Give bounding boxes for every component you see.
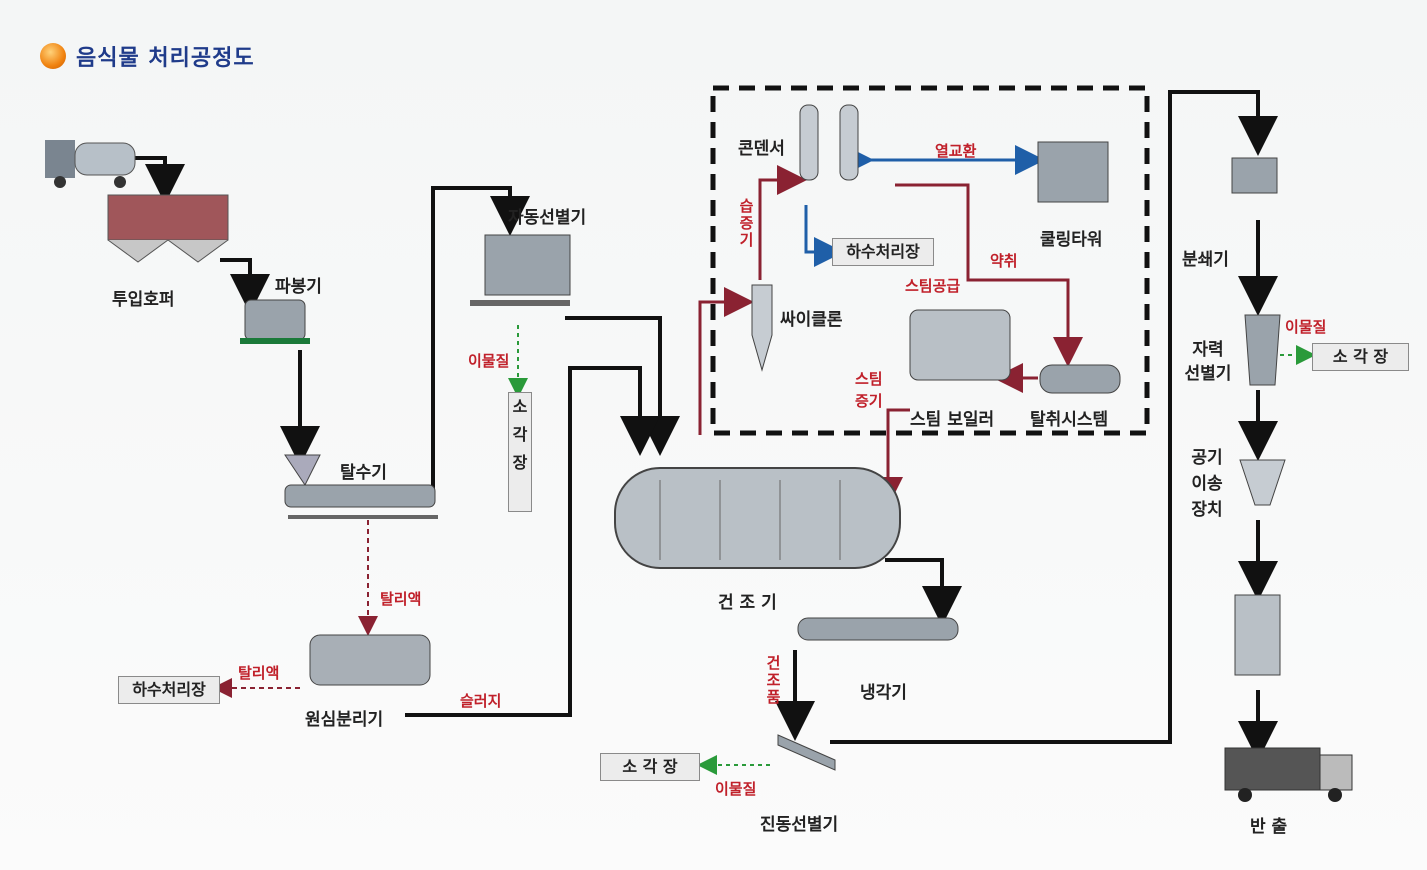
crusher-label: 파봉기	[275, 272, 322, 297]
dryer-label: 건 조 기	[718, 588, 777, 613]
boiler-label: 스팀 보일러	[910, 405, 994, 430]
silo-icon	[1235, 595, 1280, 675]
condenser-label: 콘덴서	[738, 134, 785, 159]
flow-dryer-cyclone	[700, 302, 742, 435]
cooler-icon	[798, 618, 958, 640]
boiler-icon	[910, 310, 1010, 380]
steam-supply-label: 스팀공급	[905, 275, 960, 296]
flow-sorter-dryer	[565, 318, 660, 440]
filtrate-label: 탈리액	[380, 588, 421, 609]
filtrate-label-2: 탈리액	[238, 662, 279, 683]
foreign-label-3: 이물질	[715, 778, 756, 799]
flow-dryer-cooler	[885, 560, 942, 610]
auto-sorter-icon	[470, 235, 570, 306]
magnetic-icon	[1245, 315, 1280, 385]
dried-label: 건조품	[762, 655, 784, 706]
deodorizer-icon	[1040, 365, 1120, 393]
vibro-label: 진동선별기	[760, 810, 838, 835]
dewater-label: 탈수기	[340, 458, 387, 483]
centrifuge-label: 원심분리기	[305, 705, 383, 730]
centrifuge-icon	[310, 635, 430, 685]
vibro-icon	[778, 735, 835, 770]
cyclone-label: 싸이클론	[780, 305, 843, 330]
carry-out-label: 반 출	[1250, 812, 1287, 837]
cooling-tower-icon	[1038, 142, 1108, 202]
pneumatic-icon	[1240, 460, 1285, 505]
sludge-label: 슬러지	[460, 690, 501, 711]
flow-hopper-crusher	[220, 260, 250, 298]
foreign-label-2: 이물질	[1285, 316, 1326, 337]
auto-sorter-label: 자동선별기	[508, 203, 586, 228]
hopper-icon	[108, 195, 228, 262]
incinerator-box-2: 소 각 장	[1312, 343, 1409, 371]
sewage-box-2: 하수처리장	[118, 676, 220, 704]
wet-vapor-label: 습증기	[735, 198, 757, 249]
hopper-label: 투입호퍼	[112, 285, 175, 310]
deodorizer-label: 탈취시스템	[1030, 405, 1108, 430]
pneumatic-label: 공기 이송 장치	[1186, 445, 1228, 523]
magnetic-label: 자력 선별기	[1183, 338, 1233, 386]
pulverizer-label: 분쇄기	[1182, 245, 1229, 270]
condenser-icon	[800, 105, 858, 180]
carry-truck-icon	[1225, 748, 1352, 802]
crusher-icon	[240, 300, 310, 344]
cooler-label: 냉각기	[860, 678, 907, 703]
incinerator-box-3: 소 각 장	[600, 753, 700, 781]
steam-vapor-label: 스팀 증기	[855, 368, 887, 412]
cooling-tower-label: 쿨링타워	[1040, 225, 1103, 250]
flow-condenser-sewage	[806, 205, 832, 252]
truck-icon	[45, 140, 135, 188]
foreign-label-1: 이물질	[468, 350, 509, 371]
sewage-box-1: 하수처리장	[832, 238, 934, 266]
dryer-icon	[615, 468, 900, 568]
flow-cyclone-condenser	[760, 180, 795, 280]
heat-exchange-label: 열교환	[935, 140, 976, 161]
incinerator-box-1: 소 각 장	[508, 392, 532, 512]
chemical-label: 약취	[990, 250, 1018, 271]
flow-steam-dryer	[888, 410, 910, 495]
pulverizer-icon	[1232, 158, 1277, 193]
cyclone-icon	[752, 285, 772, 370]
